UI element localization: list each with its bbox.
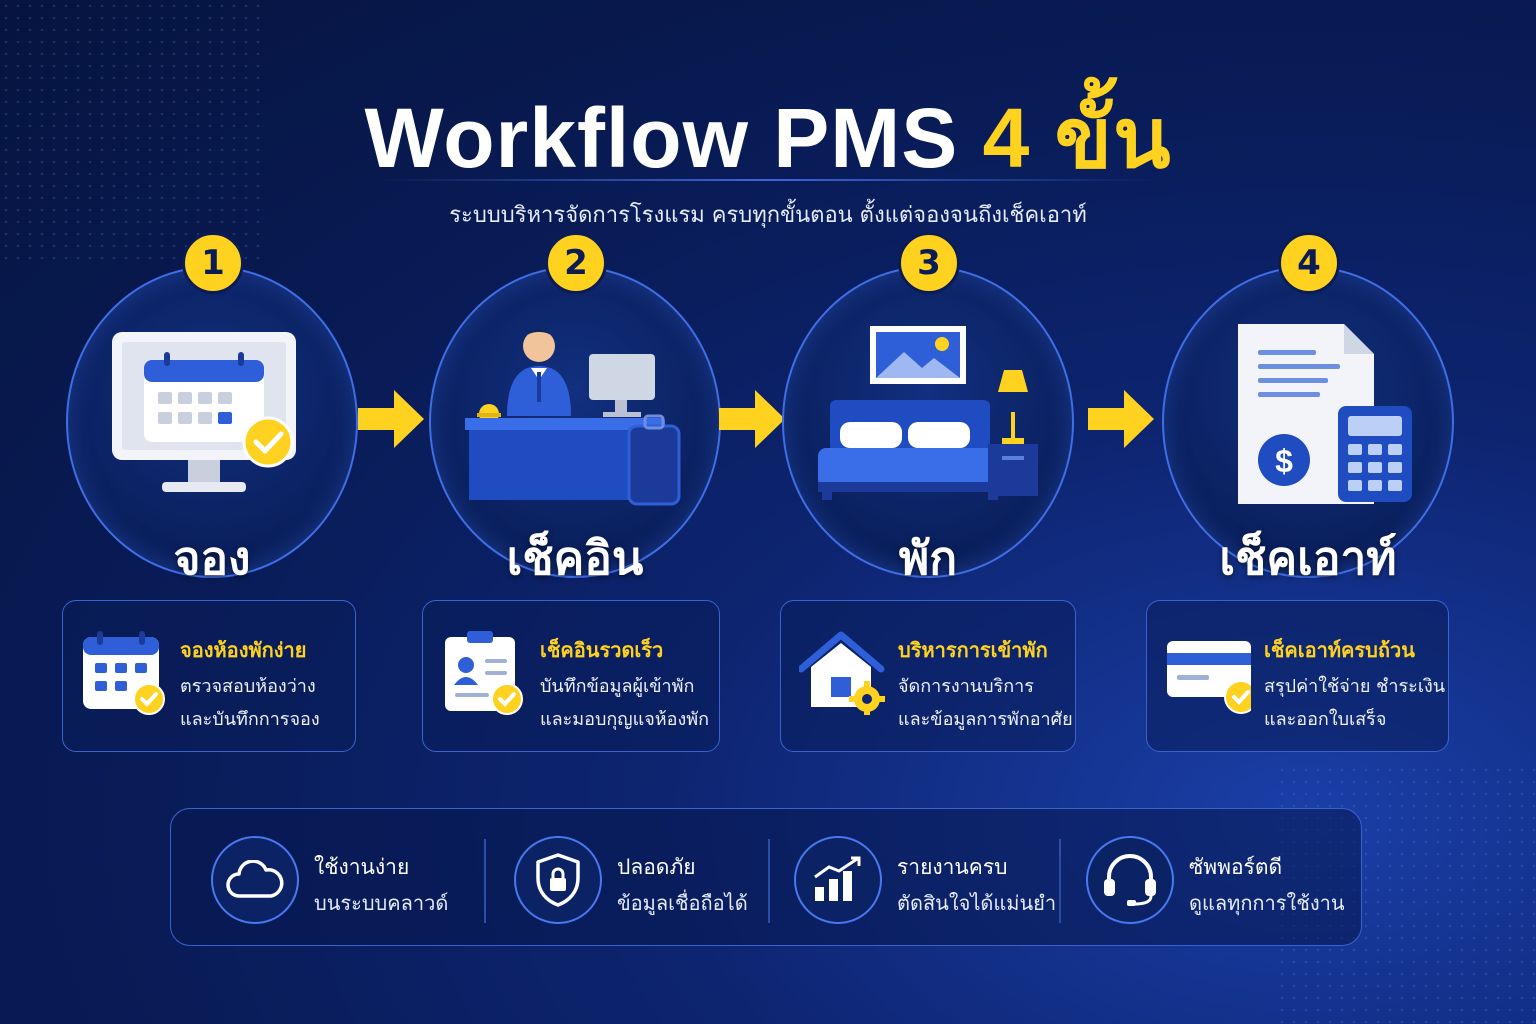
invoice-calculator-icon: $ [1238, 324, 1412, 504]
title-main: Workflow PMS [364, 91, 983, 185]
shield-lock-icon [536, 853, 580, 907]
card-line-1: บันทึกข้อมูลผู้เข้าพัก [540, 676, 695, 697]
step-1-booking: 1 จอง [66, 232, 358, 585]
dot-pattern-top-left [0, 0, 260, 260]
page-title: Workflow PMS 4 ขั้น [0, 70, 1536, 204]
feature-cloud: ใช้งานง่าย บนระบบคลาวด์ [171, 809, 461, 947]
card-line-1: ตรวจสอบห้องว่าง [180, 676, 316, 697]
cloud-icon [226, 860, 284, 898]
arrow-right-icon [358, 390, 424, 448]
card-title: บริหารการเข้าพัก [898, 638, 1048, 662]
feature-icon-ring [211, 836, 299, 924]
calendar-check-icon [83, 631, 165, 715]
card-stay: บริหารการเข้าพัก จัดการงานบริการ และข้อม… [780, 600, 1076, 752]
headset-icon [1104, 854, 1156, 906]
card-line-2: และออกใบเสร็จ [1264, 709, 1387, 730]
page-subtitle: ระบบบริหารจัดการโรงแรม ครบทุกขั้นตอน ตั้… [449, 203, 1087, 228]
divider [484, 839, 486, 923]
feature-title: ใช้งานง่าย [314, 855, 410, 879]
feature-subtitle: ตัดสินใจได้แม่นยำ [897, 891, 1057, 915]
feature-subtitle: ดูแลทุกการใช้งาน [1189, 891, 1345, 915]
step-2-checkin: 2 เช็คอิน [429, 232, 721, 585]
svg-text:$: $ [1275, 443, 1293, 479]
card-line-1: จัดการงานบริการ [898, 676, 1034, 697]
computer-calendar-check-icon [112, 332, 296, 492]
card-title: จองห้องพักง่าย [180, 638, 307, 662]
feature-title: ปลอดภัย [617, 855, 696, 879]
arrow-right-icon [719, 390, 785, 448]
card-title: เช็คเอาท์ครบถ้วน [1264, 638, 1415, 662]
step-number-badge: 3 [898, 232, 960, 294]
title-accent: 4 ขั้น [982, 91, 1172, 185]
feature-title: รายงานครบ [897, 855, 1008, 879]
card-line-2: และข้อมูลการพักอาศัย [898, 709, 1073, 730]
step-4-checkout: 4 $ เช็คเอาท์ [1162, 232, 1454, 585]
card-checkin: เช็คอินรวดเร็ว บันทึกข้อมูลผู้เข้าพัก แล… [422, 600, 720, 752]
step-number-badge: 1 [182, 232, 244, 294]
step-number-badge: 2 [545, 232, 607, 294]
feature-subtitle: ข้อมูลเชื่อถือได้ [617, 891, 748, 915]
hotel-room-bed-icon [818, 326, 1038, 500]
feature-support: ซัพพอร์ตดี ดูแลทุกการใช้งาน [1046, 809, 1345, 947]
card-line-1: สรุปค่าใช้จ่าย ชำระเงิน [1264, 676, 1446, 697]
reception-desk-icon [465, 329, 681, 506]
step-label: เช็คเอาท์ [1219, 531, 1397, 585]
card-line-2: และมอบกุญแจห้องพัก [540, 709, 710, 730]
step-label: พัก [898, 531, 958, 585]
feature-icon-ring [1086, 836, 1174, 924]
house-gear-icon [799, 631, 885, 715]
step-label: จอง [173, 531, 251, 585]
credit-card-check-icon [1167, 641, 1251, 714]
feature-icon-ring [794, 836, 882, 924]
bar-chart-icon [814, 856, 861, 901]
feature-security: ปลอดภัย ข้อมูลเชื่อถือได้ [474, 809, 764, 947]
step-3-stay: 3 พัก [782, 232, 1074, 585]
feature-reports: รายงานครบ ตัดสินใจได้แม่นยำ [754, 809, 1056, 947]
card-booking: จองห้องพักง่าย ตรวจสอบห้องว่าง และบันทึก… [62, 600, 356, 752]
feature-title: ซัพพอร์ตดี [1189, 855, 1283, 879]
arrow-right-icon [1088, 390, 1154, 448]
guest-profile-icon [445, 631, 523, 715]
step-number-badge: 4 [1278, 232, 1340, 294]
feature-subtitle: บนระบบคลาวด์ [314, 891, 449, 915]
divider [768, 839, 770, 923]
features-bar: ใช้งานง่าย บนระบบคลาวด์ ปลอดภัย ข้อมูลเช… [170, 808, 1362, 946]
step-label: เช็คอิน [506, 531, 644, 585]
divider [1059, 839, 1061, 923]
feature-icon-ring [514, 836, 602, 924]
card-line-2: และบันทึกการจอง [180, 709, 320, 730]
card-title: เช็คอินรวดเร็ว [540, 638, 664, 662]
title-divider [378, 179, 1158, 181]
card-checkout: เช็คเอาท์ครบถ้วน สรุปค่าใช้จ่าย ชำระเงิน… [1146, 600, 1449, 752]
